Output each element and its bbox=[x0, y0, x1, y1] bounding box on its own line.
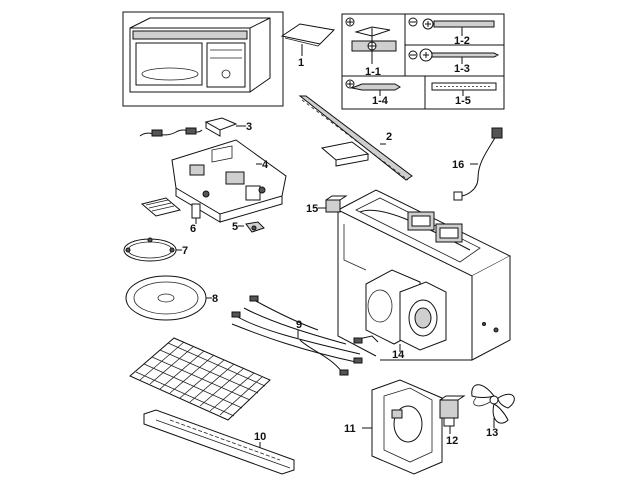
wire-rack bbox=[129, 337, 271, 421]
callout-7: 7 bbox=[182, 245, 188, 257]
callout-11: 11 bbox=[344, 423, 356, 435]
part-14-fan-motor bbox=[353, 269, 447, 352]
main-cabinet bbox=[336, 189, 512, 361]
callout-1-1: 1-1 bbox=[365, 66, 381, 78]
callout-1: 1 bbox=[298, 57, 304, 69]
callout-15: 15 bbox=[306, 203, 318, 215]
callout-1-3: 1-3 bbox=[454, 63, 470, 75]
part-4-base-plate bbox=[171, 139, 287, 223]
part-3-bracket bbox=[139, 117, 246, 137]
grille-small bbox=[140, 197, 182, 217]
part-13-fan-blade bbox=[471, 384, 515, 428]
callout-13: 13 bbox=[486, 427, 498, 439]
microwave-overview bbox=[122, 11, 284, 107]
part-7-roller-ring bbox=[123, 237, 182, 262]
part-5-switch bbox=[238, 221, 265, 233]
hardware-kit-box bbox=[341, 13, 505, 110]
callout-1-4: 1-4 bbox=[372, 95, 389, 107]
callout-4: 4 bbox=[262, 159, 269, 171]
callout-2: 2 bbox=[386, 131, 392, 143]
callout-16: 16 bbox=[452, 159, 464, 171]
callout-6: 6 bbox=[190, 223, 196, 235]
part-2-vent-bar bbox=[298, 95, 413, 181]
part-15-switch bbox=[318, 195, 348, 213]
callout-5: 5 bbox=[232, 221, 238, 233]
part-6-coupler bbox=[191, 203, 201, 224]
callout-10: 10 bbox=[254, 431, 266, 443]
part-1-manual bbox=[280, 23, 336, 56]
callout-1-5: 1-5 bbox=[455, 95, 471, 107]
part-8-glass-tray bbox=[125, 275, 212, 321]
part-9-wire-harness bbox=[231, 295, 363, 376]
callout-8: 8 bbox=[212, 293, 218, 305]
part-10-front-panel bbox=[143, 409, 295, 475]
part-12-motor bbox=[439, 395, 466, 434]
callout-14: 14 bbox=[392, 349, 405, 361]
part-11-air-duct bbox=[362, 379, 443, 475]
callout-12: 12 bbox=[446, 435, 458, 447]
callout-3: 3 bbox=[246, 121, 252, 133]
part-16-power-cord bbox=[453, 127, 503, 201]
callout-9: 9 bbox=[296, 319, 302, 331]
callout-1-2: 1-2 bbox=[454, 35, 470, 47]
